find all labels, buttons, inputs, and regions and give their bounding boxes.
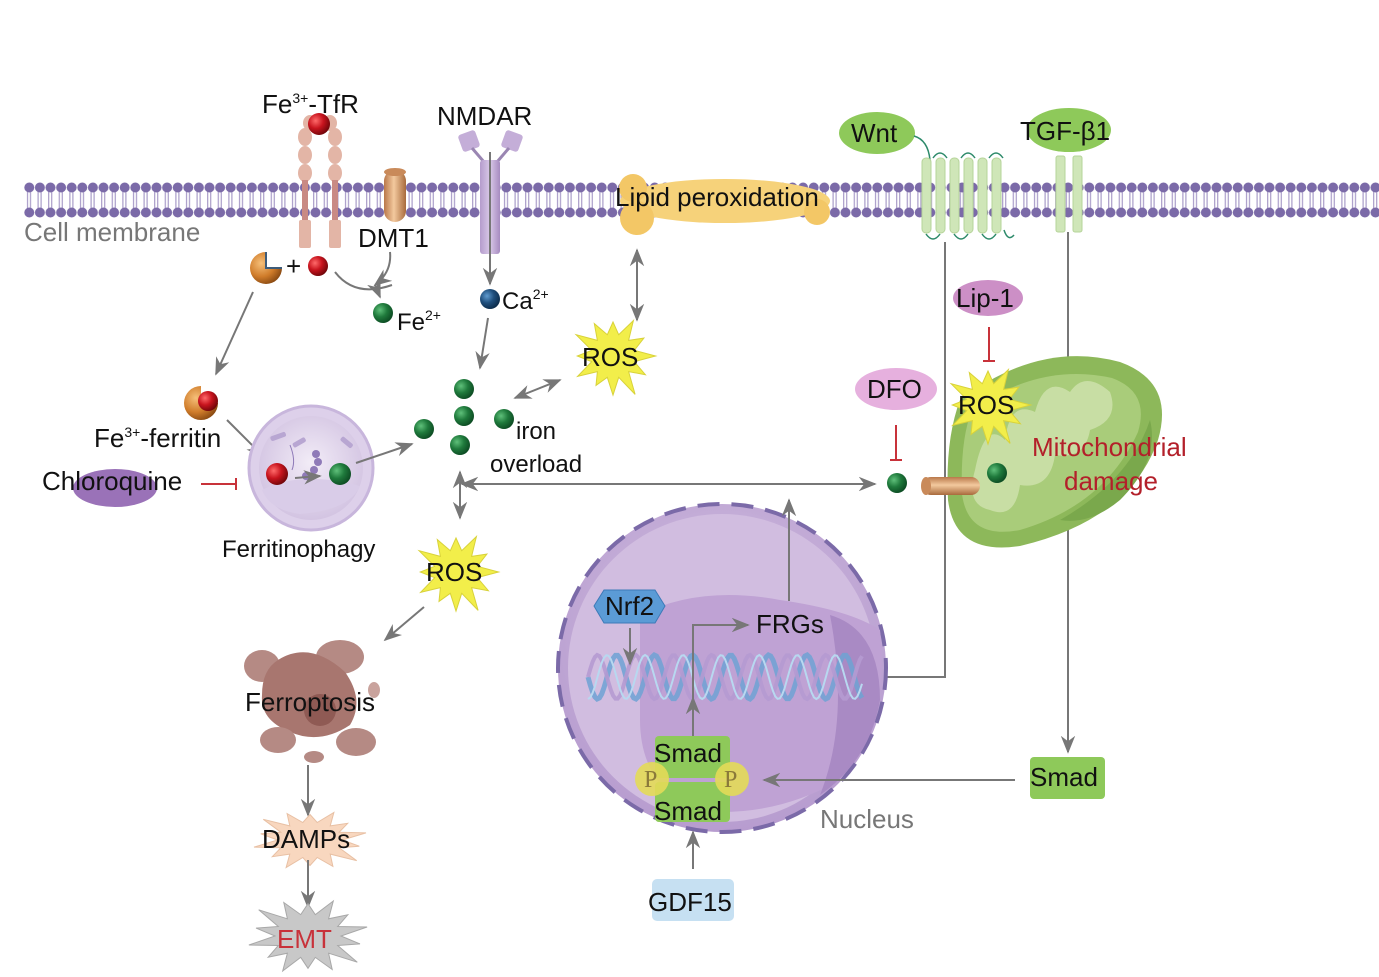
autolysosome xyxy=(247,404,375,532)
phospho-left xyxy=(635,762,669,796)
calcium-ion xyxy=(480,289,500,309)
phospho-left-label: P xyxy=(644,767,657,793)
iron-inside-mito xyxy=(987,463,1007,483)
iron-outside-mito xyxy=(887,473,907,493)
fe2-label: Fe2+ xyxy=(397,307,441,336)
mito-iron-transporter xyxy=(921,477,980,495)
cell-membrane-label: Cell membrane xyxy=(24,217,200,247)
lipid-peroxidation-blob xyxy=(619,174,830,235)
ferritin-shell-icon xyxy=(250,252,282,284)
ros-top-label: ROS xyxy=(582,342,638,372)
phospho-right-label: P xyxy=(724,767,737,793)
ros-mito-label: ROS xyxy=(958,390,1014,420)
gdf15-box xyxy=(652,879,734,921)
dfo-inhibition xyxy=(890,425,902,461)
ferroptotic-cell xyxy=(244,640,380,763)
chloroquine-label: Chloroquine xyxy=(42,466,182,496)
fe3-ferritin-label: Fe3+-ferritin xyxy=(94,423,221,453)
emt-label: EMT xyxy=(277,924,332,954)
fe3-iron-on-tfr xyxy=(308,113,330,135)
ferroptosis-label: Ferroptosis xyxy=(245,687,375,717)
frizzled-receptor xyxy=(913,135,1015,240)
fe2-iron xyxy=(373,303,393,323)
iron-overload-cluster xyxy=(414,379,514,455)
fe3-ferritin-complex-icon xyxy=(184,386,218,420)
tgf-b1-ellipse xyxy=(1027,108,1111,152)
ros-star-top xyxy=(574,319,658,397)
fe3-tfr-label: Fe3+-TfR xyxy=(262,89,359,119)
ros-star-mito xyxy=(949,368,1033,446)
smad-top-label: Smad xyxy=(654,738,722,768)
gdf15-label: GDF15 xyxy=(648,887,732,917)
ferritinophagy-label: Ferritinophagy xyxy=(222,536,375,563)
ca2-label: Ca2+ xyxy=(502,286,549,315)
smad-right-box xyxy=(1030,757,1105,799)
fe3-iron-in-lysosome xyxy=(266,463,288,485)
tgf-b1-label: TGF-β1 xyxy=(1020,116,1110,146)
wnt-ellipse xyxy=(839,112,915,154)
dmt1-reduction-arrow xyxy=(334,251,392,289)
wnt-label: Wnt xyxy=(851,118,898,148)
phospho-right xyxy=(715,762,749,796)
lip1-inhibition xyxy=(983,327,995,362)
fe3-iron-free xyxy=(308,256,328,276)
wnt-to-dna-line xyxy=(865,242,946,685)
mito-damage-label-line1: Mitochondrial xyxy=(1032,432,1187,462)
mito-damage-label-line2: damage xyxy=(1064,466,1158,496)
nucleus-label: Nucleus xyxy=(820,804,914,834)
damps-label: DAMPs xyxy=(262,824,350,854)
fe2-iron-in-lysosome xyxy=(329,463,351,485)
dmt1-label: DMT1 xyxy=(358,223,429,253)
smad-right-label: Smad xyxy=(1030,762,1098,792)
dfo-ellipse xyxy=(855,368,937,410)
dmt1-transporter xyxy=(384,168,406,222)
plus-sign: + xyxy=(286,251,301,281)
frgs-label: FRGs xyxy=(756,609,824,639)
tgf-receptor xyxy=(1055,155,1083,233)
nmdar-label: NMDAR xyxy=(437,101,532,131)
dfo-label: DFO xyxy=(867,374,922,404)
lipid-peroxidation-label: Lipid peroxidation xyxy=(615,182,819,212)
damps-burst xyxy=(253,811,367,869)
lip1-ellipse xyxy=(953,280,1023,316)
chloroquine-inhibition xyxy=(201,478,237,490)
lip1-label: Lip-1 xyxy=(956,283,1014,313)
iron-overload-label-line1: iron xyxy=(516,418,556,445)
iron-overload-label-line2: overload xyxy=(490,451,582,478)
ros-middle-label: ROS xyxy=(426,557,482,587)
smad-bottom-label: Smad xyxy=(654,796,722,826)
phospho-smad-complex xyxy=(635,736,749,822)
chloroquine-ellipse xyxy=(73,469,157,507)
nrf2-label: Nrf2 xyxy=(605,591,654,621)
transferrin-receptor xyxy=(298,113,342,248)
emt-burst xyxy=(248,899,368,973)
ros-star-middle xyxy=(417,535,501,613)
nrf2-hexagon xyxy=(593,589,666,624)
